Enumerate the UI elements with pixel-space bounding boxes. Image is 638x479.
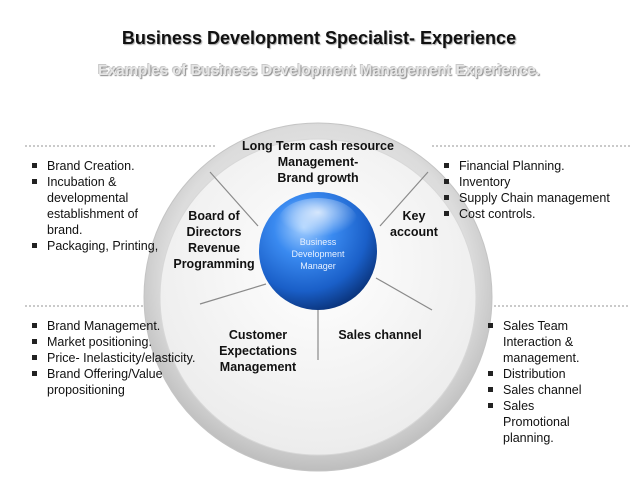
- segment-left-label: Board of Directors Revenue Programming: [168, 208, 260, 272]
- list-item: Supply Chain management: [442, 190, 636, 206]
- segment-separators: [199, 171, 433, 360]
- center-label-line-1: Business: [299, 237, 337, 247]
- list-bottom-left: Brand Management.Market positioning.Pric…: [30, 318, 214, 398]
- list-item: Price- Inelasticity/elasticity.: [30, 350, 214, 366]
- slide-title: Business Development Specialist- Experie…: [121, 28, 517, 48]
- segment-top-line-2: Management-: [277, 155, 359, 169]
- segment-bottom-right-line-1: Sales channel: [338, 328, 422, 342]
- segment-left-line-1: Board of: [188, 209, 240, 223]
- separator-lower-left: [199, 283, 267, 305]
- segment-bottom-left-line-2: Expectations: [219, 344, 297, 358]
- segment-top-line-3: Brand growth: [277, 171, 359, 185]
- list-item: Brand Offering/Value: [30, 366, 214, 382]
- separator-upper-left: [209, 171, 259, 227]
- separator-upper-right: [379, 171, 429, 227]
- list-item: Brand Management.: [30, 318, 214, 334]
- list-item: Sales: [486, 398, 626, 414]
- list-item: propositioning: [47, 383, 125, 397]
- list-item: Market positioning.: [30, 334, 214, 350]
- segment-right-line-1: Key: [402, 209, 426, 223]
- list-item: Brand Creation.: [30, 158, 200, 174]
- segment-bottom-left-line-3: Management: [219, 360, 297, 374]
- segment-left-line-2: Directors: [186, 225, 242, 239]
- list-item: Inventory: [442, 174, 636, 190]
- center-label-line-3: Manager: [300, 261, 336, 271]
- list-item: planning.: [503, 431, 554, 445]
- segment-right-line-2: account: [390, 225, 438, 239]
- segment-bottom-left-line-1: Customer: [228, 328, 288, 342]
- center-sphere-highlight: [278, 198, 358, 246]
- segment-left-line-3: Revenue: [187, 241, 241, 255]
- slide-subtitle: Examples of Business Development Managem…: [98, 62, 540, 79]
- list-item: Promotional: [503, 415, 570, 429]
- segment-top-line-1: Long Term cash resource: [242, 139, 394, 153]
- list-top-left: Brand Creation.Incubation &developmental…: [30, 158, 200, 254]
- list-item: brand.: [47, 223, 83, 237]
- list-item: Sales Team: [486, 318, 626, 334]
- segment-left-line-4: Programming: [173, 257, 255, 271]
- list-item: Cost controls.: [442, 206, 636, 222]
- list-item: developmental: [47, 191, 129, 205]
- list-item: Distribution: [486, 366, 626, 382]
- list-item: Sales channel: [486, 382, 626, 398]
- segment-top-label: Long Term cash resource Management- Bran…: [238, 138, 398, 186]
- segment-right-label: Key account: [384, 208, 444, 240]
- list-item: establishment of: [47, 207, 139, 221]
- segment-bottom-left-label: Customer Expectations Management: [210, 327, 306, 375]
- center-label: Business Development Manager: [278, 236, 358, 272]
- list-item: Packaging, Printing,: [30, 238, 200, 254]
- list-item: Financial Planning.: [442, 158, 636, 174]
- list-item: management.: [503, 351, 580, 365]
- list-item: Interaction &: [503, 335, 574, 349]
- center-label-line-2: Development: [291, 249, 345, 259]
- separator-lower-right: [375, 277, 433, 311]
- list-item: Incubation &: [30, 174, 200, 190]
- segment-bottom-right-label: Sales channel: [330, 327, 430, 343]
